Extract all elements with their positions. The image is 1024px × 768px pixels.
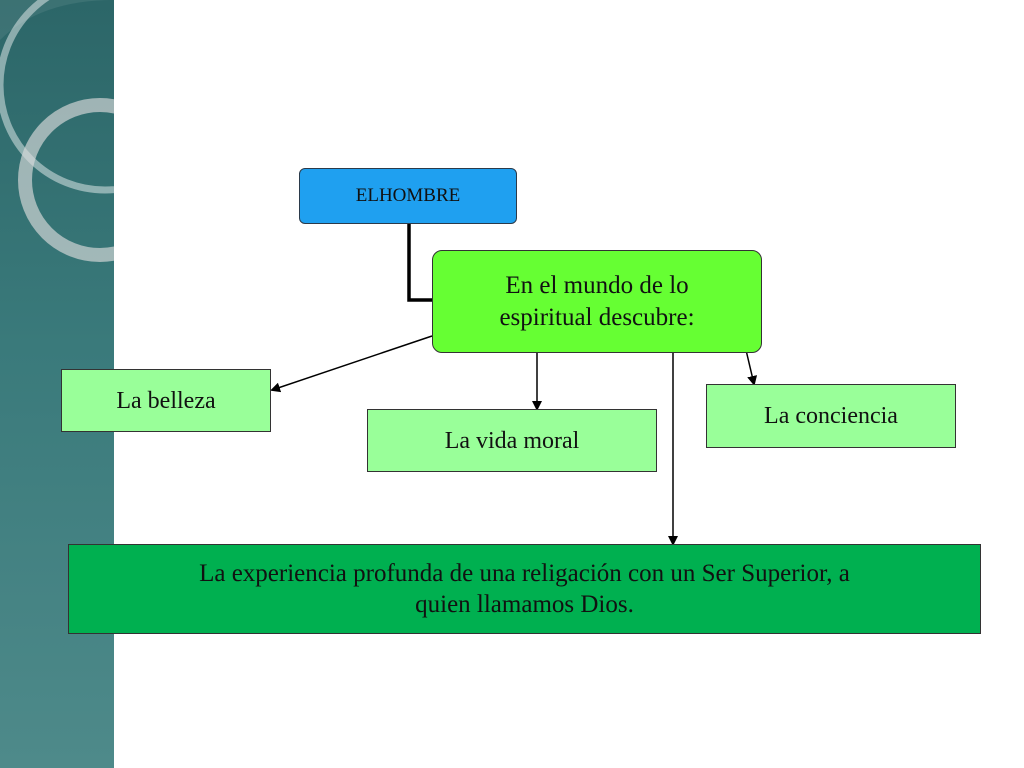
- edge-root-to-center: [407, 224, 432, 302]
- edge-center-to-conciencia: [745, 349, 758, 386]
- node-el-hombre: ELHOMBRE: [299, 168, 517, 224]
- node-mundo-espiritual: En el mundo de lo espiritual descubre:: [432, 250, 762, 353]
- node-religacion-ser-superior: La experiencia profunda de una religació…: [68, 544, 981, 634]
- node-la-conciencia: La conciencia: [706, 384, 956, 448]
- node-la-belleza: La belleza: [61, 369, 271, 432]
- decorative-rings-icon: [0, 0, 114, 262]
- node-la-vida-moral: La vida moral: [367, 409, 657, 472]
- edge-center-to-belleza: [270, 335, 433, 393]
